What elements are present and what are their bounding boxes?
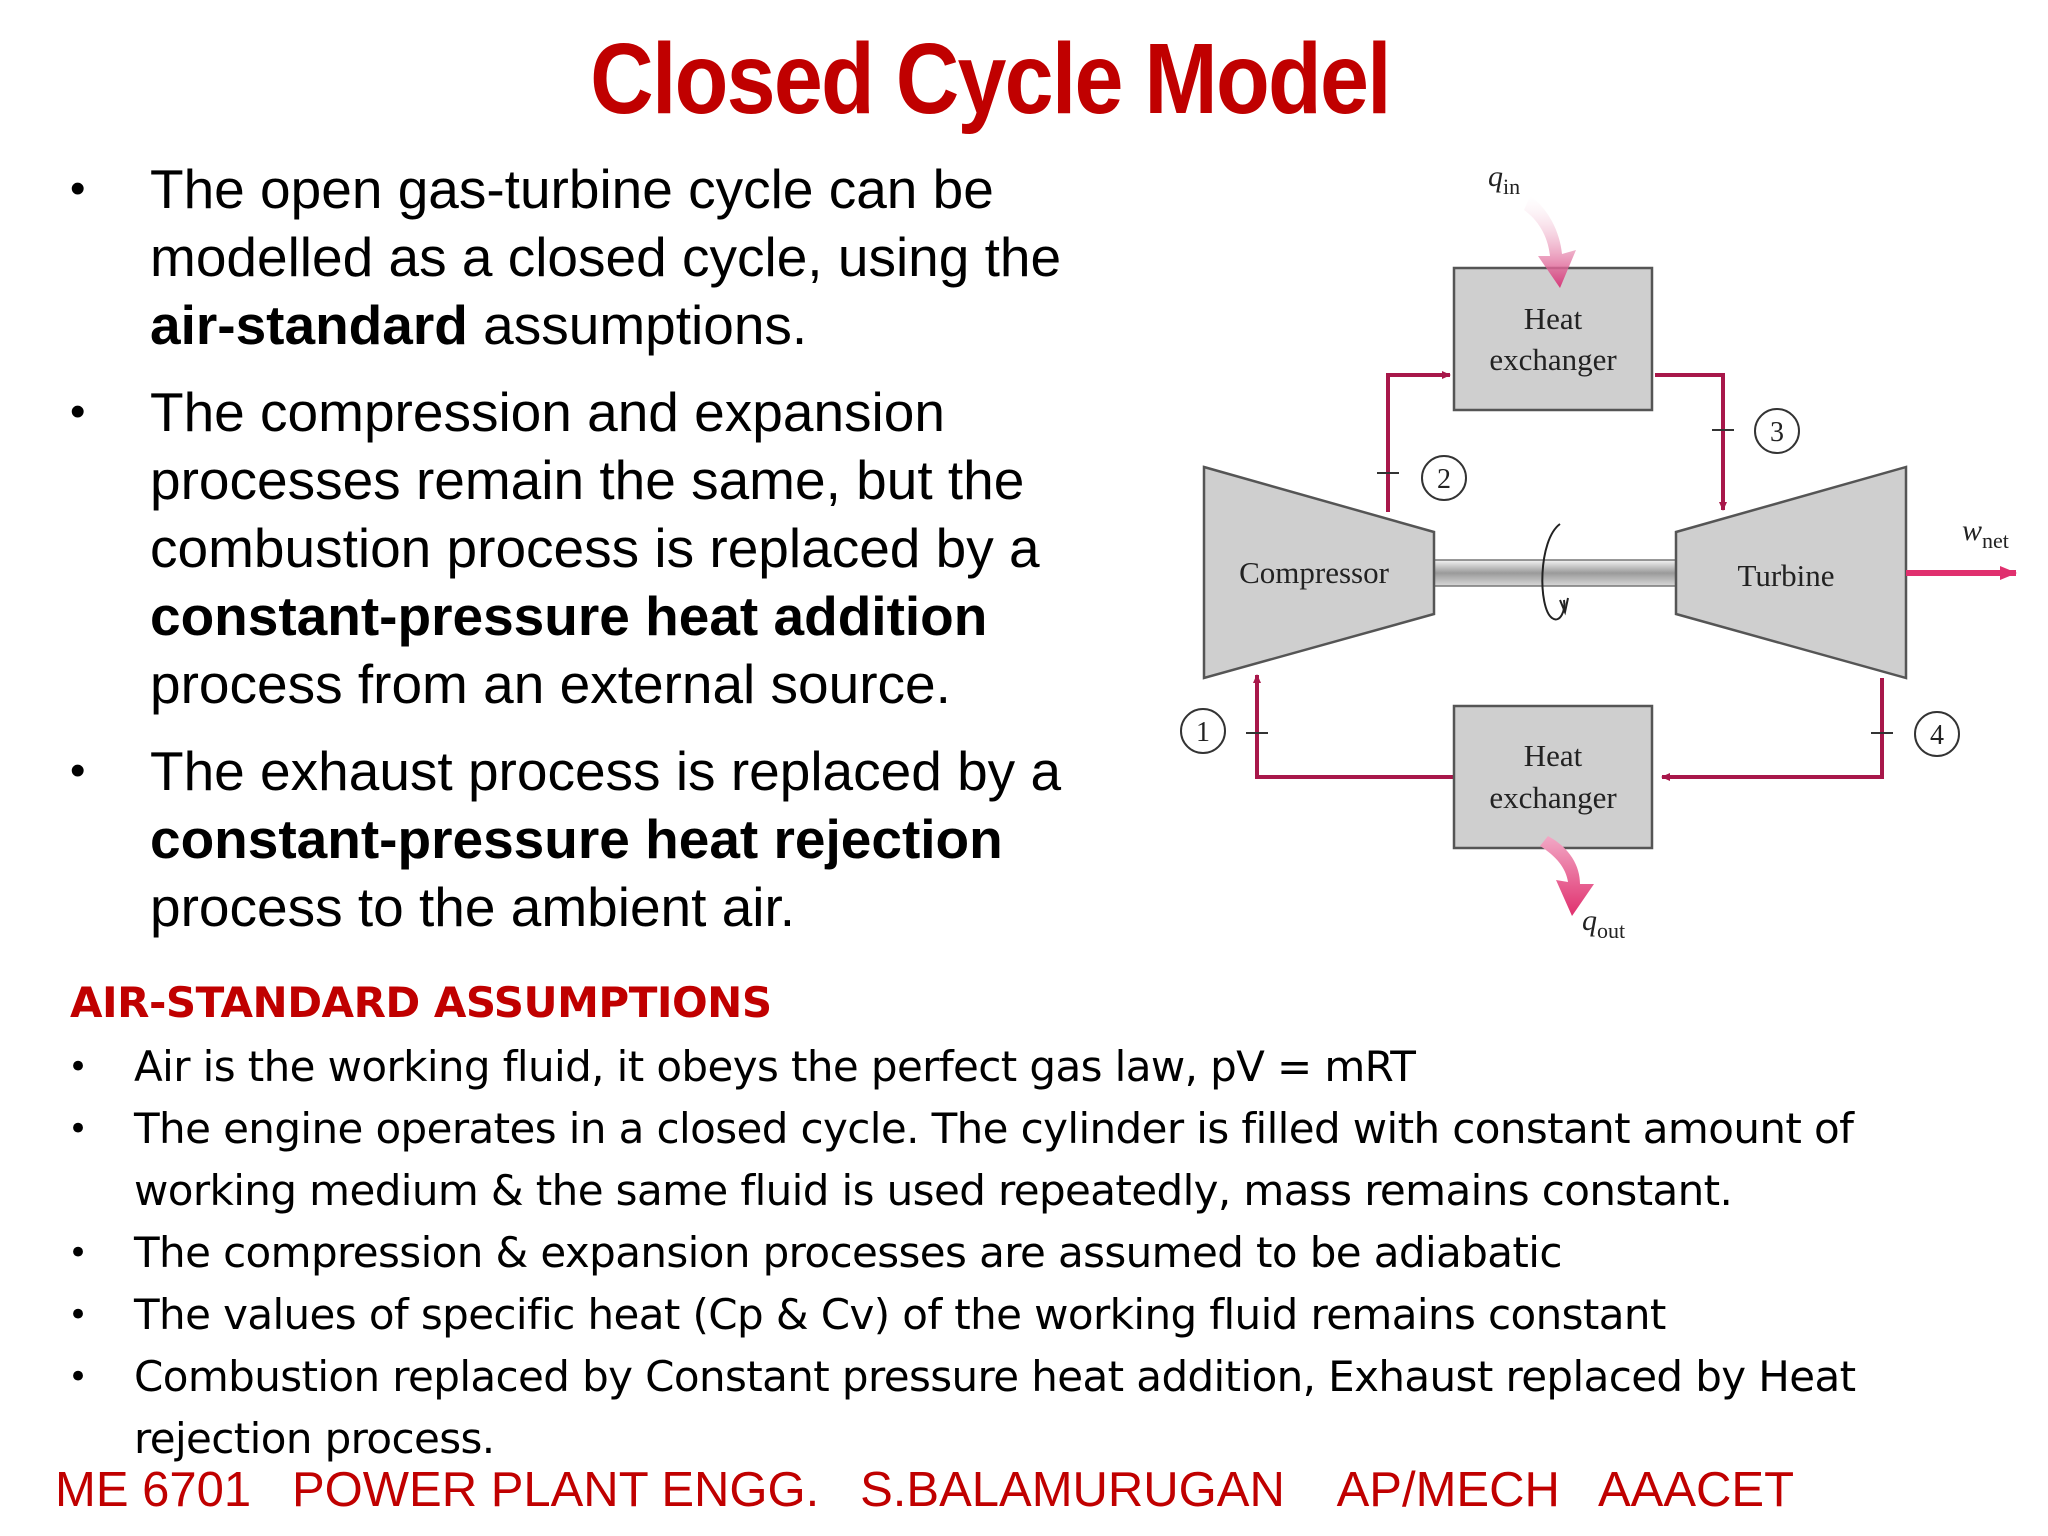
- turbine-label: Turbine: [1737, 558, 1834, 593]
- state-tick-marks: [1246, 429, 1893, 734]
- bullet-emphasis: constant-pressure heat addition: [150, 585, 988, 647]
- flow-4-to-hx-bottom: [1661, 678, 1884, 781]
- bullet-text: The exhaust process is replaced by a: [150, 740, 1062, 802]
- assumption-item: • The engine operates in a closed cycle. …: [62, 1098, 1962, 1222]
- flow-hx-bottom-to-1: [1253, 674, 1453, 779]
- heat-exchanger-top-line2: exchanger: [1489, 342, 1617, 377]
- heat-exchanger-bottom: [1452, 704, 1654, 850]
- rotation-arrow-icon: [1541, 523, 1566, 621]
- bullet-text: process from an external source.: [150, 653, 951, 715]
- heat-exchanger-top-line1: Heat: [1524, 301, 1583, 336]
- assumptions-list: • Air is the working fluid, it obeys the …: [62, 1036, 1962, 1470]
- flow-hx-top-to-3: [1655, 373, 1727, 511]
- state-point-4: 4: [1914, 711, 1960, 757]
- svg-text:1: 1: [1196, 717, 1210, 748]
- bullet-dot: •: [68, 1357, 88, 1397]
- shaft: [1431, 559, 1678, 587]
- bullet-dot: •: [68, 1047, 88, 1087]
- state-point-1: 1: [1180, 708, 1226, 754]
- assumption-text: The compression & expansion processes ar…: [134, 1228, 1562, 1277]
- state-point-3: 3: [1754, 408, 1800, 454]
- assumption-item: • The values of specific heat (Cp & Cv) o…: [62, 1284, 1962, 1346]
- bullet-dot: •: [70, 387, 86, 436]
- bullet-dot: •: [70, 164, 86, 213]
- compressor-label: Compressor: [1239, 555, 1390, 590]
- bullet-text: assumptions.: [467, 294, 808, 356]
- bullet-dot: •: [68, 1233, 88, 1273]
- compressor-body: [1202, 465, 1436, 680]
- bullet-dot: •: [68, 1109, 88, 1149]
- assumption-text: Combustion replaced by Constant pressure…: [134, 1352, 1856, 1463]
- q-in-label: qin: [1488, 160, 1520, 199]
- bullet-emphasis: constant-pressure heat rejection: [150, 808, 1003, 870]
- slide-footer: ME 6701 POWER PLANT ENGG. S.BALAMURUGAN …: [55, 1463, 1795, 1517]
- heat-exchanger-bottom-line1: Heat: [1524, 738, 1583, 773]
- assumptions-heading: AIR-STANDARD ASSUMPTIONS: [70, 978, 772, 1027]
- assumption-item: • Combustion replaced by Constant pressur…: [62, 1346, 1962, 1470]
- assumption-text: The engine operates in a closed cycle. T…: [134, 1104, 1854, 1215]
- flow-lines: [1253, 371, 1884, 781]
- bullet-emphasis: air-standard: [150, 294, 468, 356]
- main-bullet-item: • The exhaust process is replaced by a co…: [62, 737, 1142, 941]
- bullet-dot: •: [68, 1295, 88, 1335]
- bullet-text: The compression and expansion processes …: [150, 381, 1040, 579]
- assumption-item: • Air is the working fluid, it obeys the …: [62, 1036, 1962, 1098]
- bullet-dot: •: [70, 746, 86, 795]
- closed-cycle-diagram: Compressor Turbine Heat exchanger Heat e…: [1180, 160, 2017, 943]
- q-out-arrow-icon: [1540, 836, 1594, 916]
- w-net-label: wnet: [1962, 514, 2009, 553]
- svg-text:3: 3: [1770, 417, 1784, 448]
- bullet-text: The open gas-turbine cycle can be modell…: [150, 158, 1062, 288]
- assumption-text: Air is the working fluid, it obeys the p…: [134, 1042, 1416, 1091]
- assumption-item: • The compression & expansion processes a…: [62, 1222, 1962, 1284]
- bullet-text: process to the ambient air.: [150, 876, 796, 938]
- svg-text:2: 2: [1437, 464, 1451, 495]
- q-in-arrow-icon: [1524, 196, 1576, 288]
- flow-2-to-hx-top: [1386, 371, 1451, 512]
- heat-exchanger-bottom-line2: exchanger: [1489, 780, 1617, 815]
- assumption-text: The values of specific heat (Cp & Cv) of…: [134, 1290, 1666, 1339]
- q-out-label: qout: [1582, 904, 1625, 943]
- slide-title: Closed Cycle Model: [590, 23, 1391, 135]
- turbine-body: [1674, 465, 1908, 680]
- main-bullet-list: • The open gas-turbine cycle can be model…: [62, 155, 1142, 960]
- state-point-2: 2: [1421, 455, 1467, 501]
- svg-text:4: 4: [1930, 720, 1944, 751]
- heat-exchanger-top: [1452, 266, 1654, 412]
- main-bullet-item: • The open gas-turbine cycle can be model…: [62, 155, 1142, 359]
- main-bullet-item: • The compression and expansion processes…: [62, 378, 1142, 718]
